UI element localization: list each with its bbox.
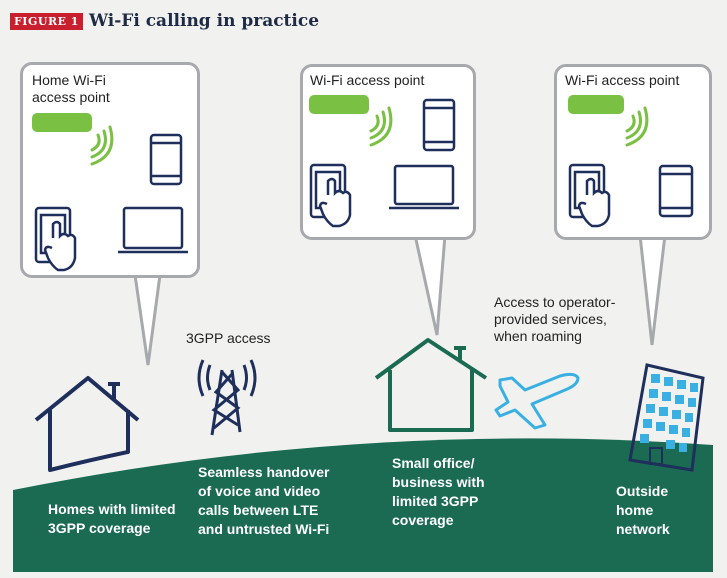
outside-line2: home — [616, 502, 654, 518]
home-wifi-label: Home Wi-Fi access point — [32, 72, 110, 106]
handover-line2: of voice and video — [198, 483, 321, 499]
outside-wifi-bubble — [554, 64, 712, 240]
gpp-access-caption: 3GPP access — [186, 330, 271, 346]
office-house-icon — [374, 338, 488, 432]
office-line4: coverage — [392, 512, 454, 528]
operator-services-caption: Access to operator- provided services, w… — [494, 294, 615, 345]
outside-wifi-label: Wi-Fi access point — [565, 72, 680, 88]
home-wifi-label-line2: access point — [32, 89, 110, 105]
figure-header: FIGURE 1 Wi-Fi calling in practice — [10, 10, 319, 32]
handover-line4: and untrusted Wi-Fi — [198, 521, 330, 537]
homes-ground-text: Homes with limited 3GPP coverage — [48, 500, 176, 538]
smartphone-icon-2 — [422, 98, 456, 152]
handover-line1: Seamless handover — [198, 464, 330, 480]
homes-line2: 3GPP coverage — [48, 520, 151, 536]
laptop-icon-2 — [389, 164, 459, 210]
office-access-point — [309, 95, 369, 114]
smartphone-icon — [149, 133, 183, 186]
tablet-touch-icon — [34, 206, 77, 272]
airplane-icon — [494, 372, 580, 430]
homes-line1: Homes with limited — [48, 501, 176, 517]
handover-line3: calls between LTE — [198, 502, 319, 518]
office-building-icon — [628, 363, 705, 472]
office-ground-text: Small office/ business with limited 3GPP… — [392, 454, 485, 530]
home-wifi-label-line1: Home Wi-Fi — [32, 72, 106, 88]
smartphone-icon-3 — [658, 164, 694, 218]
operator-caption-line2: provided services, — [494, 311, 607, 327]
handover-ground-text: Seamless handover of voice and video cal… — [198, 463, 330, 539]
office-line2: business with — [392, 474, 485, 490]
tablet-touch-icon-3 — [568, 163, 611, 228]
home-house-icon — [34, 376, 140, 472]
office-line3: limited 3GPP — [392, 493, 479, 509]
home-access-point — [32, 113, 92, 132]
ground-hill — [13, 438, 713, 572]
tablet-touch-icon-2 — [309, 163, 352, 228]
outside-ground-text: Outside home network — [616, 482, 670, 539]
operator-caption-line3: when roaming — [494, 328, 582, 344]
office-line1: Small office/ — [392, 455, 475, 471]
figure-badge: FIGURE 1 — [10, 12, 83, 30]
outside-access-point — [568, 95, 624, 114]
figure-title: Wi-Fi calling in practice — [88, 11, 320, 31]
office-wifi-label: Wi-Fi access point — [310, 72, 425, 88]
wifi-signal-icon — [90, 125, 114, 166]
wifi-signal-icon-3 — [625, 106, 649, 147]
operator-caption-line1: Access to operator- — [494, 294, 616, 310]
wifi-signal-icon-2 — [369, 106, 393, 147]
outside-line3: network — [616, 521, 670, 537]
cell-tower-icon — [197, 359, 257, 436]
laptop-icon — [118, 206, 188, 254]
outside-line1: Outside — [616, 483, 669, 499]
